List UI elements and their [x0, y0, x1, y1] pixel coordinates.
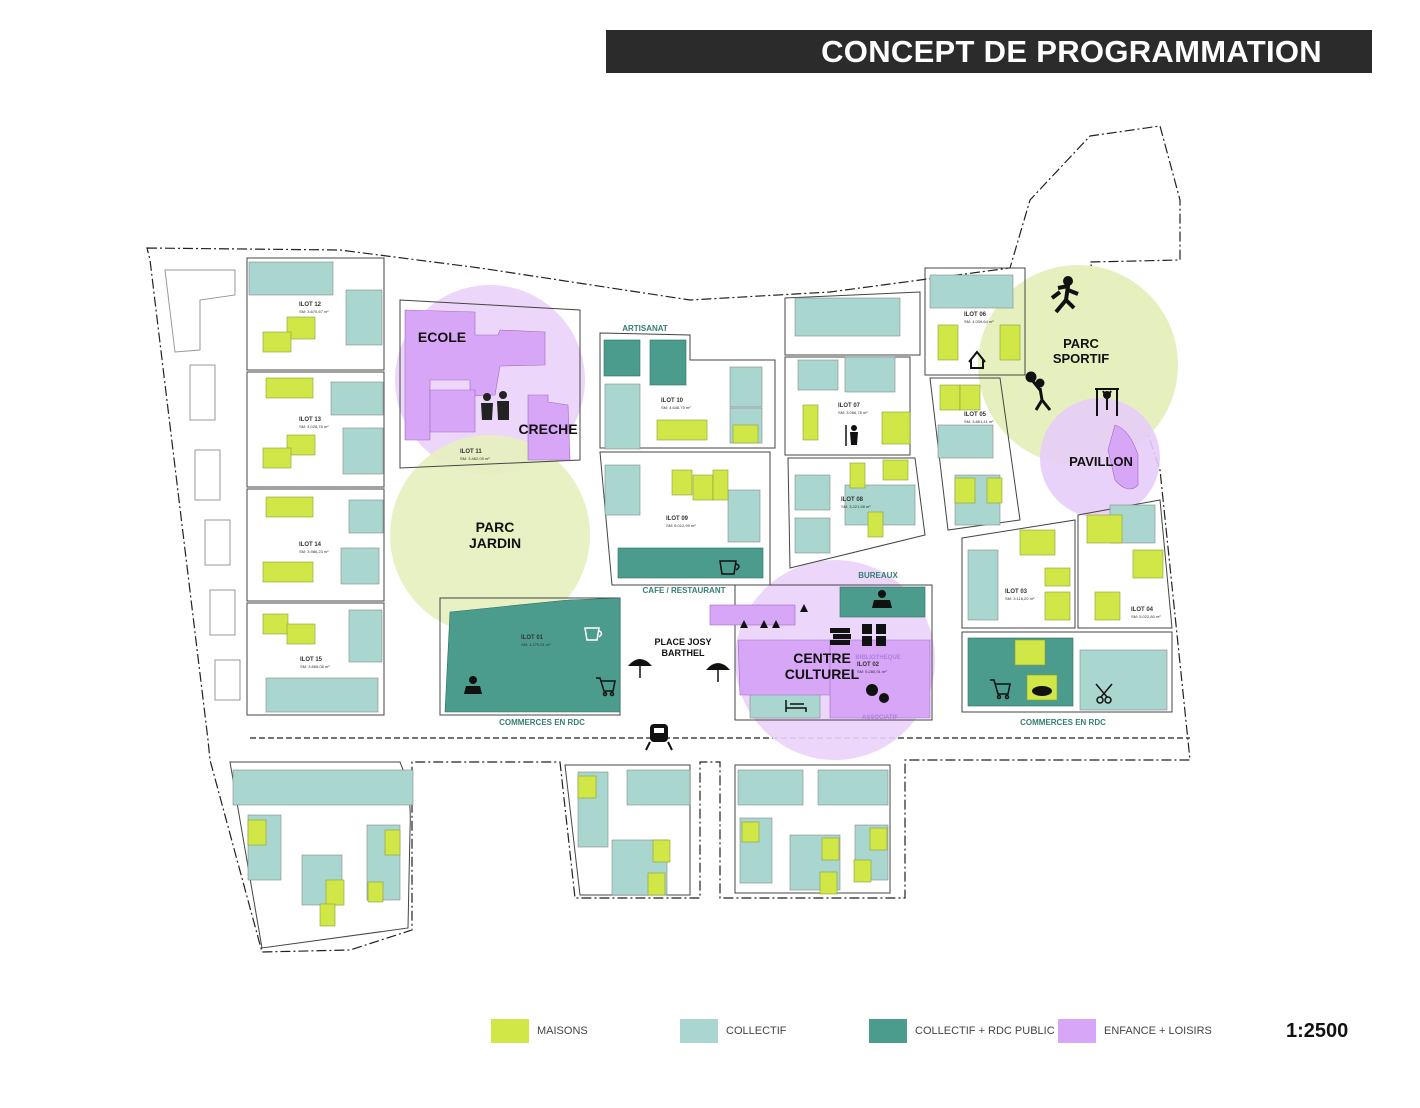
label-parc-jardin-1: PARC: [476, 519, 515, 535]
program-labels: BUREAUX BIBLIOTHEQUE ASSOCIATIF ARTISANA…: [499, 324, 1106, 727]
farmer-icon: [845, 425, 858, 446]
collectif-rdc-buildings: [444, 339, 1074, 713]
ilot-11-name: ILOT 11: [460, 449, 482, 455]
ilot-labels: ILOT 12 SM: 3.670,67 m² ILOT 13 SM: 4.02…: [299, 302, 1161, 674]
ilot-08-area: SM: 3.221,58 m²: [841, 504, 871, 509]
label-parc-sportif-1: PARC: [1063, 336, 1099, 351]
house-icon: [968, 350, 986, 369]
desk-icon: [464, 676, 482, 694]
bed-icon: [785, 700, 807, 712]
site-boundary: [146, 125, 1191, 953]
label-centre-1: CENTRE: [793, 650, 851, 666]
label-commerces-left: COMMERCES EN RDC: [499, 718, 585, 727]
label-artisanat: ARTISANAT: [622, 324, 668, 333]
legend-label-maisons: MAISONS: [537, 1025, 588, 1037]
ilot-13-name: ILOT 13: [299, 417, 322, 423]
ilot-15-area: SM: 3.865,08 m²: [300, 664, 330, 669]
ilot-10-name: ILOT 10: [661, 398, 684, 404]
ilot-03-area: SM: 3.116,20 m²: [1005, 596, 1035, 601]
label-pavillon: PAVILLON: [1069, 454, 1133, 469]
pullup-icon: [1095, 388, 1119, 416]
scissors-icon: [1095, 683, 1113, 704]
ilot-04-area: SM: 5.022,80 m²: [1131, 614, 1161, 619]
legend-label-collectif-rdc: COLLECTIF + RDC PUBLIC: [915, 1025, 1055, 1037]
ilot-03-name: ILOT 03: [1005, 589, 1028, 595]
ilot-05-name: ILOT 05: [964, 412, 987, 418]
legend-enfance: ENFANCE + LOISIRS: [1058, 1019, 1212, 1043]
legend-swatch-enfance: [1058, 1019, 1096, 1043]
theatre-masks-icon: [866, 684, 889, 703]
ilot-09-name: ILOT 09: [666, 516, 689, 522]
label-creche: CRECHE: [518, 421, 577, 437]
enfance-buildings: [404, 309, 1139, 719]
bread-icon: [1032, 686, 1052, 696]
ilot-14-name: ILOT 14: [299, 542, 322, 548]
ilot-09-area: SM: 5.012,99 m²: [666, 523, 696, 528]
ilot-07-name: ILOT 07: [838, 403, 861, 409]
maisons-buildings: [247, 316, 1164, 927]
ilot-07-area: SM: 3.066,78 m²: [838, 410, 868, 415]
label-place-1: PLACE JOSY: [654, 637, 711, 647]
zone-labels: ECOLE CRECHE PARC JARDIN PARC SPORTIF PA…: [418, 329, 1133, 682]
ilot-02-name: ILOT 02: [857, 662, 880, 668]
park-jardin: [390, 435, 590, 635]
ilot-12-area: SM: 3.670,67 m²: [299, 309, 329, 314]
desk-icon: [872, 590, 892, 608]
tennis-player-icon: [1025, 371, 1052, 411]
ilot-15-name: ILOT 15: [300, 657, 323, 663]
ilot-05-area: SM: 3.861,41 m²: [964, 419, 994, 424]
ilot-10-area: SM: 4.646,75 m²: [661, 405, 691, 410]
ilot-11-area: SM: 3.462,09 m²: [460, 456, 490, 461]
spotlight-icon: [740, 604, 808, 628]
label-bibliotheque: BIBLIOTHEQUE: [855, 655, 900, 661]
coffee-icon: [584, 627, 603, 641]
existing-buildings: [164, 269, 241, 701]
legend-label-collectif: COLLECTIF: [726, 1025, 787, 1037]
label-parc-sportif-2: SPORTIF: [1053, 351, 1109, 366]
children-icon: [481, 391, 509, 420]
ilot-06-area: SM: 4.009,64 m²: [964, 319, 994, 324]
coffee-icon: [719, 560, 740, 575]
ilot-08-name: ILOT 08: [841, 497, 864, 503]
label-ecole: ECOLE: [418, 329, 466, 345]
label-place-2: BARTHEL: [662, 648, 705, 658]
label-centre-2: CULTUREL: [785, 666, 860, 682]
parasol-icon: [628, 659, 730, 682]
legend-label-enfance: ENFANCE + LOISIRS: [1104, 1025, 1212, 1037]
legend-swatch-maisons: [491, 1019, 529, 1043]
label-parc-jardin-2: JARDIN: [469, 535, 521, 551]
legend-maisons: MAISONS: [491, 1019, 588, 1043]
ilot-02-area: SM: 5.280,91 m²: [857, 669, 887, 674]
ilot-06-name: ILOT 06: [964, 312, 987, 318]
legend-swatch-collectif-rdc: [869, 1019, 907, 1043]
ilot-13-area: SM: 4.028,76 m²: [299, 424, 329, 429]
cart-icon: [990, 679, 1011, 700]
runner-icon: [1050, 276, 1079, 314]
page-title: CONCEPT DE PROGRAMMATION: [606, 30, 1372, 73]
train-icon: [645, 724, 673, 751]
cart-icon: [596, 677, 616, 697]
ilot-01-area: SM: 4.270,51 m²: [521, 642, 551, 647]
books-icon: [830, 624, 886, 646]
label-bureaux: BUREAUX: [858, 571, 898, 580]
label-cafe: CAFE / RESTAURANT: [643, 586, 726, 595]
scale-label: 1:2500: [1286, 1020, 1349, 1042]
label-commerces-right: COMMERCES EN RDC: [1020, 718, 1106, 727]
legend-collectif-rdc: COLLECTIF + RDC PUBLIC: [869, 1019, 1055, 1043]
legend-swatch-collectif: [680, 1019, 718, 1043]
ilot-14-area: SM: 3.986,23 m²: [299, 549, 329, 554]
label-associatif: ASSOCIATIF: [862, 715, 898, 721]
ilot-12-name: ILOT 12: [299, 302, 322, 308]
ilot-01-name: ILOT 01: [521, 635, 544, 641]
ilot-04-name: ILOT 04: [1131, 607, 1154, 613]
legend-collectif: COLLECTIF: [680, 1019, 787, 1043]
